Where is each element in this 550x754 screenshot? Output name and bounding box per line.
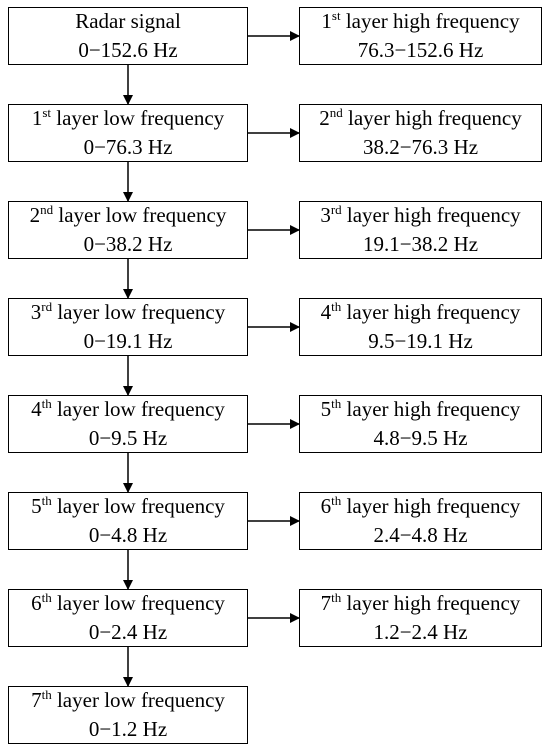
ordinal-number: 3 [320, 203, 331, 227]
ordinal-number: 2 [29, 203, 41, 227]
ordinal-number: 5 [31, 494, 42, 518]
box-title: 1st layer low frequency [32, 104, 224, 133]
title-text: layer high frequency [341, 494, 521, 518]
box-title: 7th layer high frequency [321, 589, 521, 618]
title-text: layer high frequency [341, 397, 521, 421]
ordinal-number: 3 [30, 300, 42, 324]
ordinal-number: 7 [320, 591, 332, 615]
high-frequency-box: 5th layer high frequency 4.8−9.5 Hz [299, 395, 542, 453]
ordinal: th [331, 396, 342, 411]
ordinal-number: 2 [319, 106, 330, 130]
low-frequency-box: 6th layer low frequency 0−2.4 Hz [8, 589, 248, 647]
high-frequency-box: 4th layer high frequency 9.5−19.1 Hz [299, 298, 542, 356]
ordinal: th [41, 590, 52, 605]
high-frequency-box: 7th layer high frequency 1.2−2.4 Hz [299, 589, 542, 647]
title-text: layer high frequency [340, 9, 520, 33]
frequency-range: 1.2−2.4 Hz [373, 620, 468, 644]
ordinal: th [41, 493, 52, 508]
high-frequency-box: 3rd layer high frequency 19.1−38.2 Hz [299, 201, 542, 259]
ordinal-number: 1 [31, 106, 43, 130]
low-frequency-box: 4th layer low frequency 0−9.5 Hz [8, 395, 248, 453]
low-frequency-box: 1st layer low frequency 0−76.3 Hz [8, 104, 248, 162]
box-title: 5th layer high frequency [321, 395, 521, 424]
ordinal: th [41, 687, 52, 702]
title-text: layer low frequency [51, 106, 225, 130]
high-frequency-box: 6th layer high frequency 2.4−4.8 Hz [299, 492, 542, 550]
title-text: layer low frequency [51, 494, 225, 518]
box-title: 4th layer high frequency [321, 298, 521, 327]
box-title: 2nd layer low frequency [30, 201, 227, 230]
ordinal-number: 4 [320, 300, 332, 324]
box-title: 3rd layer low frequency [31, 298, 226, 327]
frequency-range: 38.2−76.3 Hz [362, 135, 479, 159]
low-frequency-box: 3rd layer low frequency 0−19.1 Hz [8, 298, 248, 356]
box-title: 6th layer low frequency [31, 589, 225, 618]
frequency-range: 0−4.8 Hz [88, 523, 168, 547]
title-text: layer low frequency [51, 397, 225, 421]
box-title: 7th layer low frequency [31, 686, 225, 715]
frequency-range: 0−19.1 Hz [83, 329, 173, 353]
box-title: 4th layer low frequency [31, 395, 225, 424]
title-text: layer high frequency [341, 300, 521, 324]
box-title: 6th layer high frequency [321, 492, 521, 521]
title-text: layer low frequency [51, 591, 225, 615]
box-title: Radar signal [75, 7, 181, 36]
box-title: 1st layer high frequency [321, 7, 519, 36]
high-frequency-box: 1st layer high frequency 76.3−152.6 Hz [299, 7, 542, 65]
ordinal: nd [40, 202, 54, 217]
title-text: layer high frequency [341, 203, 521, 227]
frequency-range: 4.8−9.5 Hz [373, 426, 468, 450]
frequency-range: 0−152.6 Hz [78, 38, 178, 62]
frequency-range: 19.1−38.2 Hz [362, 232, 479, 256]
box-title: 3rd layer high frequency [320, 201, 520, 230]
ordinal-number: 6 [31, 591, 42, 615]
title-text: layer low frequency [53, 203, 227, 227]
ordinal: th [41, 396, 52, 411]
title-text: layer low frequency [51, 688, 225, 712]
ordinal: nd [329, 105, 343, 120]
low-frequency-box: 7th layer low frequency 0−1.2 Hz [8, 686, 248, 744]
frequency-range: 9.5−19.1 Hz [368, 329, 473, 353]
ordinal-number: 4 [31, 397, 42, 421]
ordinal: rd [41, 299, 53, 314]
frequency-range: 76.3−152.6 Hz [357, 38, 484, 62]
frequency-range: 0−1.2 Hz [88, 717, 168, 741]
frequency-range: 0−38.2 Hz [83, 232, 173, 256]
low-frequency-box: 2nd layer low frequency 0−38.2 Hz [8, 201, 248, 259]
ordinal: th [331, 590, 342, 605]
ordinal: rd [330, 202, 342, 217]
low-frequency-box: 5th layer low frequency 0−4.8 Hz [8, 492, 248, 550]
title-text: layer high frequency [341, 591, 521, 615]
ordinal: st [331, 8, 341, 23]
ordinal: st [42, 105, 51, 120]
title-text: layer high frequency [342, 106, 522, 130]
ordinal-number: 1 [321, 9, 332, 33]
ordinal: th [331, 299, 342, 314]
ordinal-number: 6 [320, 494, 332, 518]
ordinal-number: 7 [31, 688, 42, 712]
title-text: Radar signal [75, 9, 181, 33]
ordinal-number: 5 [320, 397, 332, 421]
low-frequency-box: Radar signal 0−152.6 Hz [8, 7, 248, 65]
frequency-range: 0−9.5 Hz [88, 426, 168, 450]
box-title: 2nd layer high frequency [319, 104, 522, 133]
frequency-range: 0−76.3 Hz [83, 135, 173, 159]
box-title: 5th layer low frequency [31, 492, 225, 521]
high-frequency-box: 2nd layer high frequency 38.2−76.3 Hz [299, 104, 542, 162]
frequency-range: 0−2.4 Hz [88, 620, 168, 644]
title-text: layer low frequency [52, 300, 226, 324]
ordinal: th [331, 493, 342, 508]
frequency-range: 2.4−4.8 Hz [373, 523, 468, 547]
